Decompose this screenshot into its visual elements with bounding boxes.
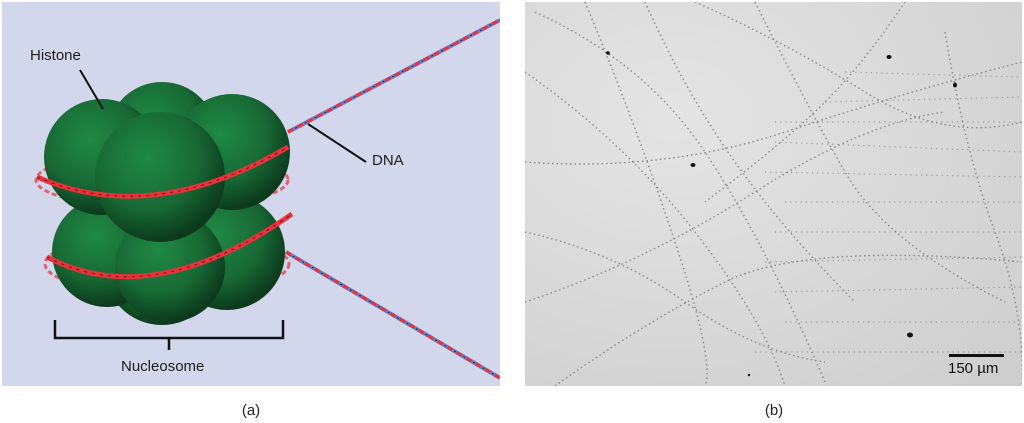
scale-bar-label: 150 µm (948, 360, 999, 377)
nucleosome-diagram-panel: Histone DNA Nucleosome (2, 2, 500, 386)
dna-leader-line (307, 123, 367, 163)
dna-label: DNA (372, 152, 404, 169)
histone-label: Histone (30, 47, 81, 64)
panel-b-caption: (b) (764, 402, 784, 419)
dna-strand-upper (287, 18, 500, 134)
chromatin-micrograph-panel: 150 µm (525, 2, 1022, 386)
dna-wrap-lower (45, 211, 294, 280)
panel-a-caption: (a) (241, 402, 261, 419)
nucleosome-bracket (53, 320, 285, 350)
micrograph-image (525, 2, 1022, 386)
chromatin-fibers (525, 2, 1022, 386)
dense-nucleosome-region (755, 71, 1022, 353)
dark-particles (606, 51, 957, 377)
histone-octamer (44, 82, 290, 325)
nucleosome-illustration (34, 18, 500, 380)
histone-leader-line (79, 69, 104, 110)
scale-bar (949, 354, 1004, 357)
nucleosome-label: Nucleosome (121, 358, 205, 375)
dna-strand-lower (284, 250, 500, 380)
